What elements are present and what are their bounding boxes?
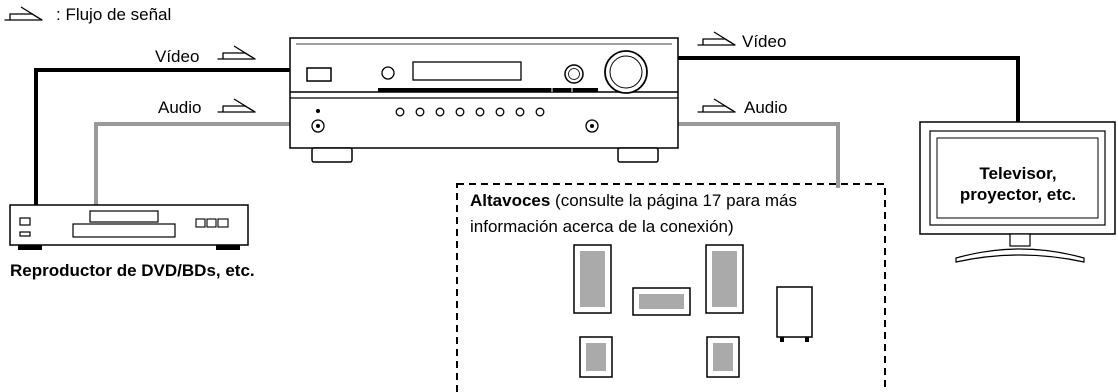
signal-flow-arrow-icon bbox=[697, 31, 736, 46]
speakers-title: Altavoces (consulte la página 17 para má… bbox=[470, 191, 797, 210]
video-cable-out bbox=[678, 56, 1020, 122]
audio-cable-in bbox=[94, 122, 290, 206]
speaker-surround-right-icon bbox=[706, 336, 740, 378]
signal-flow-arrow-icon bbox=[217, 45, 256, 60]
legend-label: : Flujo de señal bbox=[56, 5, 171, 24]
player-label: Reproductor de DVD/BDs, etc. bbox=[10, 261, 255, 280]
video-in-label: Vídeo bbox=[155, 47, 199, 66]
subwoofer-icon bbox=[776, 286, 813, 342]
speakers-text-bg bbox=[462, 188, 880, 236]
speakers-title-rest: (consulte la página 17 para más bbox=[550, 191, 797, 210]
tv-label-line2: proyector, etc. bbox=[960, 185, 1076, 204]
speakers-box bbox=[456, 183, 886, 392]
signal-flow-arrow-icon bbox=[4, 6, 43, 21]
audio-out-label: Audio bbox=[744, 98, 787, 117]
audio-in-label: Audio bbox=[158, 98, 201, 117]
speaker-center-icon bbox=[632, 287, 691, 316]
tv-icon bbox=[919, 121, 1116, 263]
dvd-player-icon bbox=[9, 204, 249, 250]
video-out-label: Vídeo bbox=[742, 32, 786, 51]
speaker-surround-left-icon bbox=[579, 336, 613, 378]
video-cable-in bbox=[34, 68, 290, 206]
speaker-front-left-icon bbox=[573, 244, 612, 314]
audio-cable-out bbox=[678, 122, 840, 190]
speakers-subtitle: información acerca de la conexión) bbox=[470, 217, 734, 236]
signal-flow-arrow-icon bbox=[697, 98, 736, 113]
tv-label-line1: Televisor, bbox=[979, 164, 1056, 183]
signal-flow-arrow-icon bbox=[217, 98, 256, 113]
av-receiver-icon bbox=[289, 37, 679, 163]
speaker-front-right-icon bbox=[705, 244, 744, 314]
speakers-title-bold: Altavoces bbox=[470, 191, 550, 210]
